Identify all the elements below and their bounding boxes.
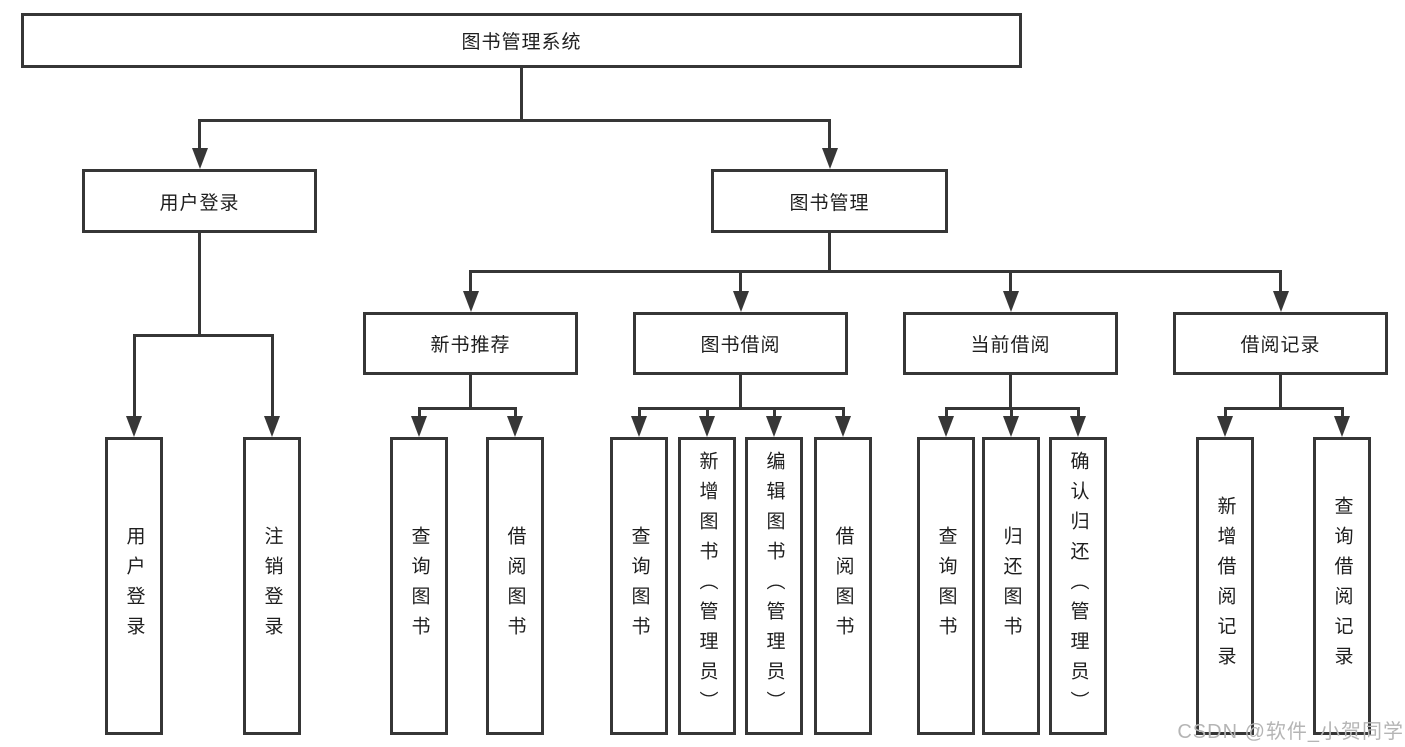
- node-leaf-bb-borrow-books: 借阅图书: [814, 437, 872, 735]
- connector-drop-leaf-logout: [270, 335, 274, 422]
- node-leaf-logout: 注销登录: [243, 437, 301, 735]
- node-label-leaf-bb-edit-books-admin: 编辑图书（管理员）: [763, 451, 785, 721]
- arrow-down-icon: [1272, 291, 1289, 312]
- connector-branch-root: [198, 118, 831, 122]
- connector-drop-leaf-br-query-record: [1340, 408, 1344, 422]
- connector-branch-user-login: [132, 333, 274, 337]
- connector-stem-new-book-recommend: [469, 375, 472, 410]
- watermark: CSDN @软件_小贺同学: [1177, 721, 1404, 743]
- connector-drop-leaf-nb-borrow-books: [513, 408, 517, 422]
- arrow-down-icon: [699, 416, 715, 437]
- arrow-down-icon: [938, 416, 954, 437]
- node-label-leaf-br-query-record: 查询借阅记录: [1331, 496, 1353, 676]
- node-leaf-nb-query-books: 查询图书: [390, 437, 448, 735]
- arrow-down-icon: [411, 416, 427, 437]
- node-root: 图书管理系统: [21, 13, 1022, 68]
- connector-drop-book-manage: [828, 120, 831, 154]
- arrow-down-icon: [1003, 416, 1019, 437]
- connector-drop-leaf-br-add-record: [1223, 408, 1227, 422]
- node-user-login: 用户登录: [82, 169, 317, 233]
- connector-drop-leaf-user-login: [132, 335, 136, 422]
- node-label-book-manage: 图书管理: [789, 192, 870, 214]
- arrow-down-icon: [1217, 416, 1233, 437]
- node-borrow-records: 借阅记录: [1173, 312, 1388, 375]
- connector-drop-current-borrow: [1009, 271, 1012, 297]
- arrow-down-icon: [1070, 416, 1086, 437]
- node-label-leaf-br-add-record: 新增借阅记录: [1214, 496, 1236, 676]
- connector-stem-borrow-records: [1279, 375, 1282, 410]
- connector-branch-book-manage: [469, 269, 1282, 273]
- connector-drop-leaf-bb-query-books: [637, 408, 641, 422]
- connector-branch-borrow-records: [1223, 406, 1344, 410]
- arrow-down-icon: [264, 416, 280, 437]
- node-new-book-recommend: 新书推荐: [363, 312, 578, 375]
- node-leaf-bb-edit-books-admin: 编辑图书（管理员）: [745, 437, 803, 735]
- node-book-manage: 图书管理: [711, 169, 948, 233]
- connector-drop-leaf-bb-edit-books-admin: [772, 408, 776, 422]
- node-label-leaf-bb-query-books: 查询图书: [628, 526, 650, 646]
- arrow-down-icon: [191, 148, 208, 169]
- node-leaf-cb-query-books: 查询图书: [917, 437, 975, 735]
- connector-drop-leaf-cb-confirm-return-admin: [1076, 408, 1080, 422]
- connector-stem-current-borrow: [1009, 375, 1012, 410]
- connector-branch-new-book-recommend: [417, 406, 517, 410]
- node-label-new-book-recommend: 新书推荐: [430, 335, 511, 356]
- node-leaf-user-login: 用户登录: [105, 437, 163, 735]
- node-label-leaf-nb-query-books: 查询图书: [408, 526, 430, 646]
- arrow-down-icon: [507, 416, 523, 437]
- connector-drop-leaf-nb-query-books: [417, 408, 421, 422]
- node-label-leaf-cb-confirm-return-admin: 确认归还（管理员）: [1067, 451, 1089, 721]
- node-leaf-bb-add-books-admin: 新增图书（管理员）: [678, 437, 736, 735]
- arrow-down-icon: [1334, 416, 1350, 437]
- node-label-leaf-cb-query-books: 查询图书: [935, 526, 957, 646]
- node-book-borrow: 图书借阅: [633, 312, 848, 375]
- connector-drop-leaf-cb-query-books: [944, 408, 948, 422]
- arrow-down-icon: [732, 291, 749, 312]
- node-label-current-borrow: 当前借阅: [970, 335, 1051, 356]
- node-leaf-br-query-record: 查询借阅记录: [1313, 437, 1371, 735]
- node-label-leaf-cb-return-books: 归还图书: [1000, 526, 1022, 646]
- node-label-leaf-logout: 注销登录: [261, 526, 283, 646]
- arrow-down-icon: [126, 416, 142, 437]
- node-leaf-cb-confirm-return-admin: 确认归还（管理员）: [1049, 437, 1107, 735]
- node-current-borrow: 当前借阅: [903, 312, 1118, 375]
- arrow-down-icon: [631, 416, 647, 437]
- connector-drop-book-borrow: [739, 271, 742, 297]
- connector-drop-borrow-records: [1279, 271, 1282, 297]
- node-label-leaf-user-login: 用户登录: [123, 526, 145, 646]
- connector-drop-leaf-bb-borrow-books: [841, 408, 845, 422]
- connector-stem-book-manage: [828, 233, 831, 273]
- node-label-leaf-bb-add-books-admin: 新增图书（管理员）: [696, 451, 718, 721]
- node-leaf-nb-borrow-books: 借阅图书: [486, 437, 544, 735]
- node-leaf-bb-query-books: 查询图书: [610, 437, 668, 735]
- connector-drop-user-login: [198, 120, 201, 154]
- node-label-book-borrow: 图书借阅: [700, 335, 781, 356]
- connector-drop-leaf-cb-return-books: [1009, 408, 1013, 422]
- arrow-down-icon: [1002, 291, 1019, 312]
- arrow-down-icon: [835, 416, 851, 437]
- node-leaf-cb-return-books: 归还图书: [982, 437, 1040, 735]
- connector-drop-new-book-recommend: [469, 271, 472, 297]
- arrow-down-icon: [462, 291, 479, 312]
- node-label-borrow-records: 借阅记录: [1240, 335, 1321, 356]
- arrow-down-icon: [766, 416, 782, 437]
- connector-stem-book-borrow: [739, 375, 742, 410]
- node-leaf-br-add-record: 新增借阅记录: [1196, 437, 1254, 735]
- connector-stem-user-login: [198, 233, 201, 337]
- node-label-root: 图书管理系统: [461, 32, 582, 53]
- node-label-leaf-nb-borrow-books: 借阅图书: [504, 526, 526, 646]
- node-label-leaf-bb-borrow-books: 借阅图书: [832, 526, 854, 646]
- node-label-user-login: 用户登录: [159, 192, 240, 214]
- connector-drop-leaf-bb-add-books-admin: [705, 408, 709, 422]
- arrow-down-icon: [821, 148, 838, 169]
- connector-stem-root: [520, 68, 523, 122]
- connector-branch-book-borrow: [637, 406, 845, 410]
